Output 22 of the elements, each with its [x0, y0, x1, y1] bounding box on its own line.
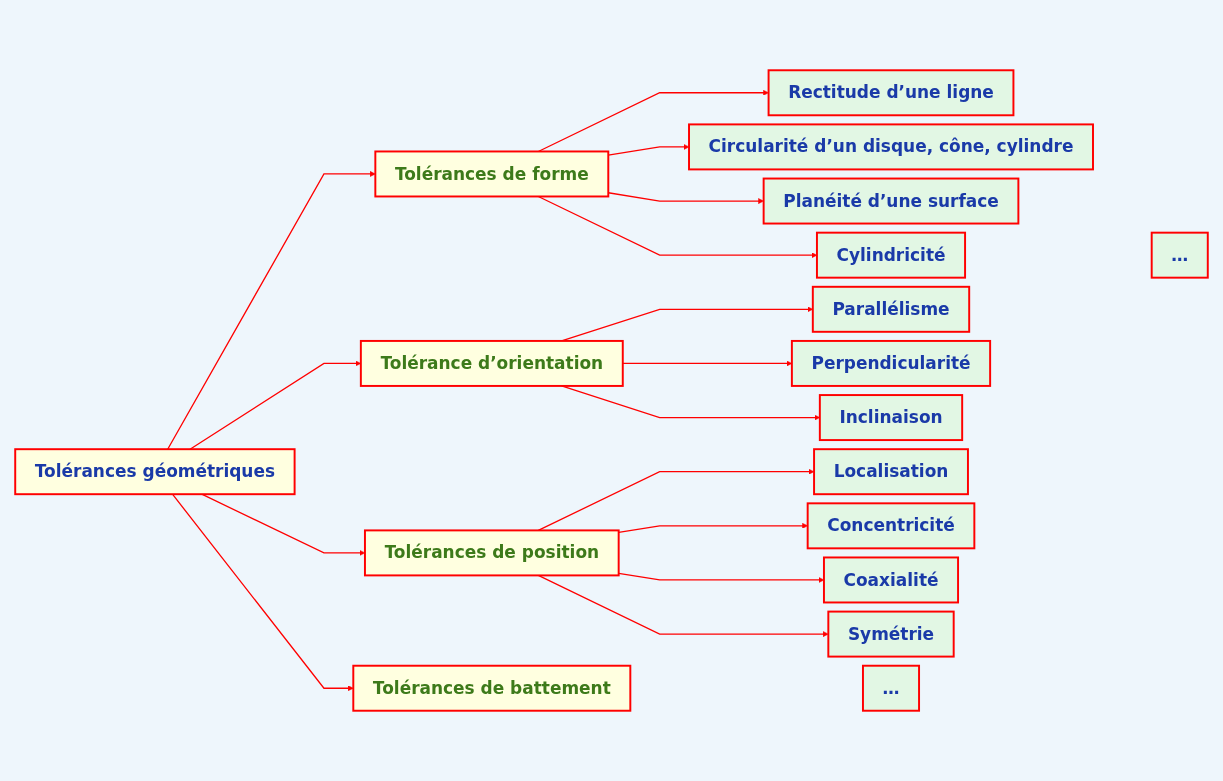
node-box: Planéité d’une surface: [762, 177, 1020, 225]
node-box: Tolérance d’orientation: [359, 339, 624, 387]
arrow: [167, 171, 376, 450]
node-box: …: [1150, 231, 1209, 279]
node-box: Tolérances de forme: [374, 150, 610, 198]
node-box: Localisation: [813, 448, 969, 496]
arrow: [171, 493, 354, 692]
node-box: Symétrie: [827, 610, 955, 658]
node-box: Inclinaison: [818, 394, 964, 442]
node-box: Tolérances de position: [363, 529, 620, 577]
arrow: [618, 522, 808, 534]
node-box: Tolérances géométriques: [14, 448, 296, 496]
node-box: Concentricité: [806, 502, 976, 550]
node-box: …: [862, 664, 921, 712]
node-box: Coaxialité: [823, 556, 960, 604]
node-box: Parallélisme: [811, 285, 971, 333]
node-box: Tolérances de battement: [352, 664, 632, 712]
node-box: Circularité d’un disque, cône, cylindre: [688, 123, 1094, 171]
node-box: Cylindricité: [815, 231, 967, 279]
node-box: Perpendicularité: [790, 339, 992, 387]
arrow: [537, 574, 829, 637]
node-box: Rectitude d’une ligne: [767, 69, 1015, 117]
